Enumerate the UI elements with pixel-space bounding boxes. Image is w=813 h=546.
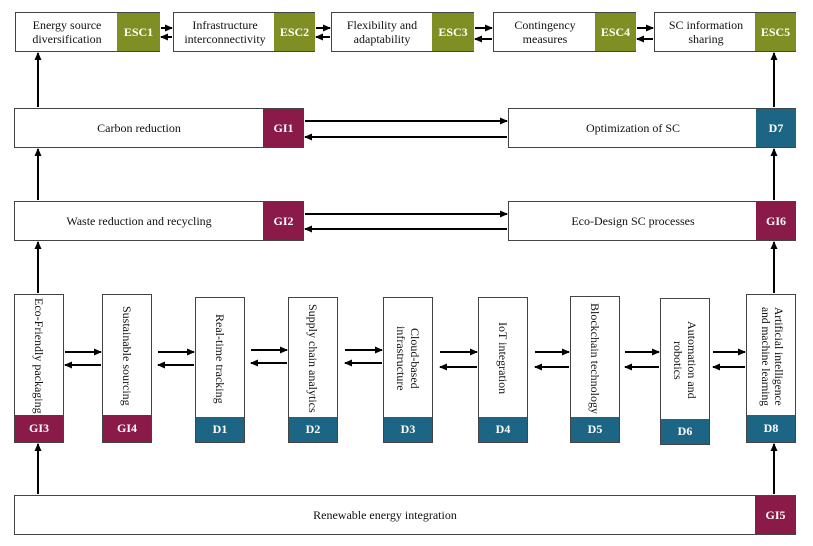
- esc2-label: Infrastructure interconnectivity: [184, 18, 266, 46]
- renewable-energy-box: Renewable energy integration GI5: [14, 495, 796, 535]
- middle-horizontal-arrows: [304, 117, 508, 233]
- d5-label: Blockchain technology: [588, 302, 602, 414]
- d3-label: Cloud-based infrastructure: [394, 326, 422, 391]
- gi3-code: GI3: [15, 415, 63, 442]
- esc5-label: SC information sharing: [668, 18, 744, 46]
- gi6-code: GI6: [756, 202, 796, 240]
- gi1-code: GI1: [263, 109, 304, 147]
- d7-code: D7: [756, 109, 796, 147]
- d6-label: Automation and robotics: [671, 321, 699, 399]
- d6-box: Automation and robotics D6: [660, 298, 710, 445]
- gi3-label: Eco-Friendly packaging: [32, 298, 46, 414]
- gi4-code: GI4: [103, 415, 151, 442]
- esc2-box: Infrastructure interconnectivity ESC2: [173, 12, 315, 52]
- d1-code: D1: [196, 417, 244, 442]
- esc3-label: Flexibility and adaptability: [346, 18, 418, 46]
- renewable-energy-label: Renewable energy integration: [313, 508, 457, 522]
- d3-box: Cloud-based infrastructure D3: [383, 297, 433, 443]
- esc2-code: ESC2: [274, 13, 315, 51]
- carbon-reduction-box: Carbon reduction GI1: [14, 108, 304, 148]
- esc4-label: Contingency measures: [514, 18, 576, 46]
- gi4-box: Sustainable sourcing GI4: [102, 294, 152, 443]
- optimization-box: Optimization of SC D7: [508, 108, 796, 148]
- d1-label: Real-time tracking: [213, 313, 227, 404]
- gi4-label: Sustainable sourcing: [120, 306, 134, 406]
- bottom-row-arrows: [64, 346, 746, 371]
- esc4-box: Contingency measures ESC4: [493, 12, 636, 52]
- d6-code: D6: [661, 419, 709, 444]
- d2-label: Supply chain analytics: [306, 304, 320, 413]
- d4-box: IoT integration D4: [478, 297, 528, 443]
- gi3-box: Eco-Friendly packaging GI3: [14, 294, 64, 443]
- esc1-box: Energy source diversification ESC1: [15, 12, 160, 52]
- d8-box: Artificial intelligence and machine lear…: [746, 294, 796, 443]
- d4-label: IoT integration: [496, 322, 510, 395]
- carbon-reduction-label: Carbon reduction: [97, 121, 181, 135]
- esc1-label: Energy source diversification: [32, 18, 102, 46]
- eco-design-label: Eco-Design SC processes: [571, 214, 695, 228]
- esc5-box: SC information sharing ESC5: [654, 12, 796, 52]
- esc4-code: ESC4: [595, 13, 636, 51]
- d8-code: D8: [747, 415, 795, 442]
- waste-reduction-box: Waste reduction and recycling GI2: [14, 201, 304, 241]
- d2-box: Supply chain analytics D2: [288, 297, 338, 443]
- esc3-box: Flexibility and adaptability ESC3: [331, 12, 474, 52]
- optimization-label: Optimization of SC: [586, 121, 680, 135]
- d4-code: D4: [479, 417, 527, 442]
- gi5-code: GI5: [755, 496, 796, 534]
- gi2-code: GI2: [263, 202, 304, 240]
- d5-code: D5: [571, 417, 619, 442]
- d8-label: Artificial intelligence and machine lear…: [759, 306, 784, 406]
- esc3-code: ESC3: [432, 13, 474, 51]
- esc5-code: ESC5: [755, 13, 796, 51]
- d3-code: D3: [384, 417, 432, 442]
- vertical-arrows: [34, 52, 778, 494]
- d2-code: D2: [289, 417, 337, 442]
- d5-box: Blockchain technology D5: [570, 296, 620, 443]
- d1-box: Real-time tracking D1: [195, 297, 245, 443]
- waste-reduction-label: Waste reduction and recycling: [66, 214, 212, 228]
- top-row-arrows: [160, 24, 654, 43]
- esc1-code: ESC1: [117, 13, 160, 51]
- eco-design-box: Eco-Design SC processes GI6: [508, 201, 796, 241]
